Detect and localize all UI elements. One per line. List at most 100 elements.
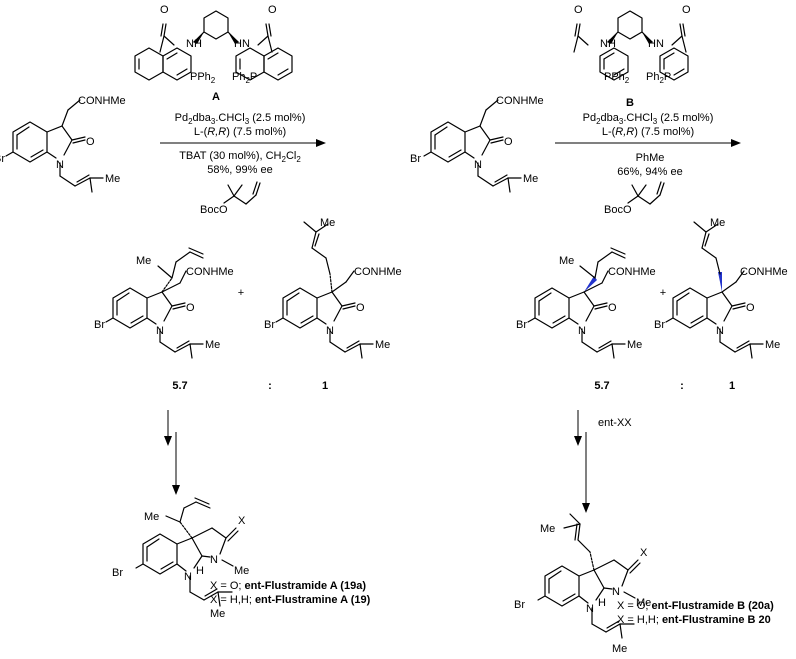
catalyst-b-p-right: Ph2P — [646, 71, 671, 85]
final-product-left: Me X N Me H N Br Me X = O; ent-Flustrami… — [112, 497, 371, 620]
product-reverse-n-me: Me — [205, 339, 220, 351]
catalyst-a-structure: NH HN O O PPh2 Ph2P A — [134, 4, 293, 103]
product-r-reverse-me: Me — [559, 255, 574, 267]
solvent-2: PhMe — [636, 152, 665, 164]
yield-1: 58%, 99% ee — [207, 164, 272, 176]
catalyst-a-nh-right: HN — [234, 38, 250, 50]
substrate-2-amide: CONHMe — [496, 95, 544, 107]
reaction-2-conditions: Pd2dba3.CHCl3 (2.5 mol%) L-(R,R) (7.5 mo… — [555, 112, 741, 216]
down-arrow-right: ent-XX — [574, 410, 632, 513]
plus-left: + — [238, 287, 244, 299]
product-normal-br: Br — [264, 319, 275, 331]
final-product-right: Me X N Me H N Br Me X = O; ent-Flustrami… — [514, 513, 774, 655]
carbonyl-o-b-right: O — [682, 4, 691, 16]
product-r-normal-n-me: Me — [765, 339, 780, 351]
carbonyl-o-right: O — [268, 4, 277, 16]
final-right-prenyl-me: Me — [612, 643, 627, 655]
catalyst-a-p-right: Ph2P — [232, 71, 257, 85]
additive-1: TBAT (30 mol%), CH2Cl2 — [179, 150, 301, 164]
product-r-reverse-br: Br — [516, 319, 527, 331]
substrate-me: Me — [105, 173, 120, 185]
compound-label-5-7-left: 5.7 — [172, 380, 187, 392]
substrate-2-o: O — [504, 136, 513, 148]
final-right-x: X — [640, 547, 648, 559]
substrate-br: Br — [0, 153, 5, 165]
down-arrow-left — [164, 410, 180, 495]
final-right-br: Br — [514, 599, 525, 611]
allyl-carbonate-2: BocO — [604, 181, 665, 216]
product-normal-n: N — [326, 325, 334, 337]
substrate-center: CONHMe O N Br Me — [410, 95, 544, 193]
product-normal-n-me: Me — [375, 339, 390, 351]
pd-catalyst-1: Pd2dba3.CHCl3 (2.5 mol%) — [175, 112, 306, 126]
final-right-n-me: Me — [636, 597, 651, 609]
final-right-line1: X = O; ent-Flustramide B (20a) — [617, 600, 774, 612]
catalyst-a-nh-left: NH — [186, 38, 202, 50]
product-left-normal: CONHMe O N Br Me Me — [264, 217, 402, 359]
substrate-2-br: Br — [410, 153, 421, 165]
ratio-colon-left: : — [268, 380, 272, 392]
allyl-carbonate-1: BocO — [200, 181, 261, 216]
final-left-n2: N — [210, 554, 218, 566]
product-r-normal-top-me: Me — [710, 217, 725, 229]
product-r-normal-amide: CONHMe — [740, 266, 788, 278]
final-left-line1: X = O; ent-Flustramide A (19a) — [210, 580, 366, 592]
product-reverse-amide: CONHMe — [186, 266, 234, 278]
substrate-o: O — [86, 136, 95, 148]
catalyst-b-p-left: PPh2 — [604, 71, 630, 85]
catalyst-b-structure: NH HN O O PPh2 Ph2P B — [573, 4, 691, 109]
product-reverse-n: N — [156, 325, 164, 337]
plus-right: + — [660, 287, 666, 299]
final-left-n-me: Me — [234, 565, 249, 577]
product-right-normal: CONHMe O N Br Me Me — [654, 217, 788, 359]
carbonyl-o-left: O — [160, 4, 169, 16]
substrate-left: CONHMe O N Br Me — [0, 95, 126, 193]
final-left-br: Br — [112, 567, 123, 579]
product-r-reverse-n: N — [578, 325, 586, 337]
boco-text-1: BocO — [200, 204, 228, 216]
substrate-2-n: N — [474, 159, 482, 171]
final-right-h: H — [598, 597, 606, 609]
product-normal-amide: CONHMe — [354, 266, 402, 278]
catalyst-b-nh-right: HN — [648, 38, 664, 50]
step-label-ent-xx: ent-XX — [598, 417, 632, 429]
compound-label-1-right: 1 — [729, 380, 735, 392]
product-r-normal-o: O — [746, 302, 755, 314]
final-left-prenyl-me: Me — [210, 608, 225, 620]
boco-text-2: BocO — [604, 204, 632, 216]
product-reverse-o: O — [186, 302, 195, 314]
final-right-line2: X = H,H; ent-Flustramine B 20 — [617, 614, 771, 626]
final-left-n1: N — [184, 571, 192, 583]
final-right-me: Me — [540, 523, 555, 535]
final-left-x: X — [238, 515, 246, 527]
final-right-n2: N — [612, 586, 620, 598]
catalyst-b-nh-left: NH — [600, 38, 616, 50]
compound-label-1-left: 1 — [322, 380, 328, 392]
substrate-n: N — [56, 159, 64, 171]
product-normal-top-me: Me — [320, 217, 335, 229]
product-r-reverse-amide: CONHMe — [608, 266, 656, 278]
reaction-1-conditions: Pd2dba3.CHCl3 (2.5 mol%) L-(R,R) (7.5 mo… — [160, 112, 326, 216]
substrate-2-me: Me — [523, 173, 538, 185]
catalyst-a-p-left: PPh2 — [190, 71, 216, 85]
product-r-reverse-o: O — [608, 302, 617, 314]
substrate-amide: CONHMe — [78, 95, 126, 107]
ratio-colon-right: : — [680, 380, 684, 392]
product-r-normal-n: N — [716, 325, 724, 337]
yield-2: 66%, 94% ee — [617, 166, 682, 178]
product-r-reverse-n-me: Me — [627, 339, 642, 351]
final-left-me: Me — [144, 511, 159, 523]
catalyst-a-label: A — [212, 91, 220, 103]
catalyst-b-label: B — [626, 97, 634, 109]
ligand-2: L-(R,R) (7.5 mol%) — [602, 126, 694, 138]
product-reverse-br: Br — [94, 319, 105, 331]
product-r-normal-br: Br — [654, 319, 665, 331]
carbonyl-o-b-left: O — [574, 4, 583, 16]
final-left-h: H — [196, 565, 204, 577]
product-normal-o: O — [356, 302, 365, 314]
pd-catalyst-2: Pd2dba3.CHCl3 (2.5 mol%) — [583, 112, 714, 126]
product-reverse-me: Me — [136, 255, 151, 267]
compound-label-5-7-right: 5.7 — [594, 380, 609, 392]
product-left-reverse: CONHMe Me O N Br Me — [94, 247, 234, 359]
